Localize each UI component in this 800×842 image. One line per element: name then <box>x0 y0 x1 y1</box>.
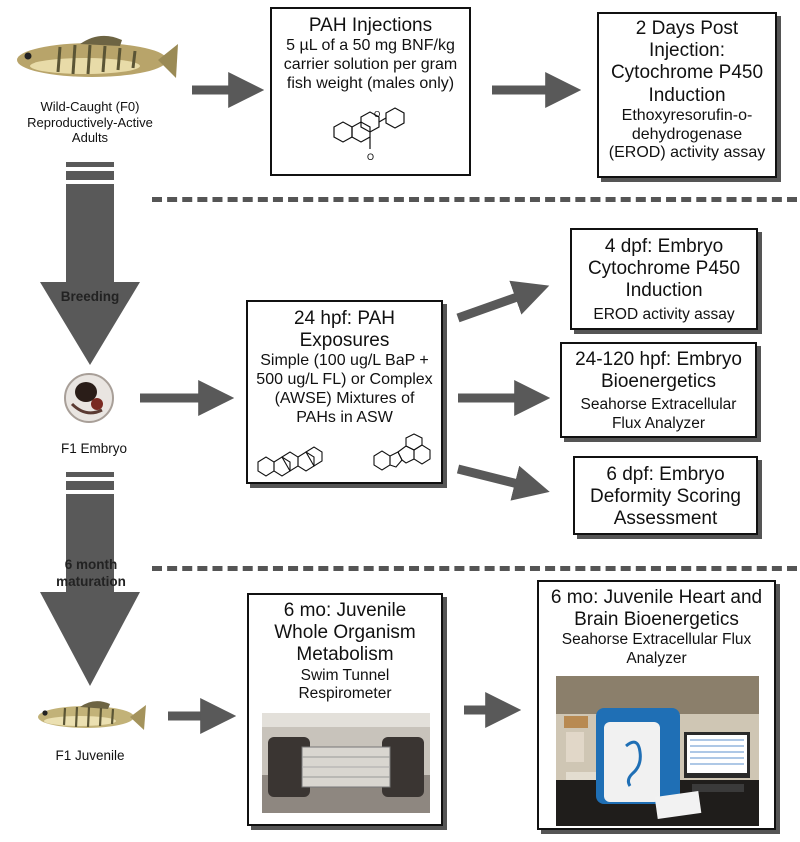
post-injection-title: 2 Days Post Injection: Cytochrome P450 I… <box>610 18 764 106</box>
juvenile-label: F1 Juvenile <box>55 748 125 763</box>
pah-injections-title: PAH Injections <box>308 15 433 36</box>
embryo-deformity-box: 6 dpf: Embryo Deformity Scoring Assessme… <box>573 456 758 535</box>
juvenile-metabolism-box: 6 mo: Juvenile Whole Organism Metabolism… <box>247 593 443 826</box>
adult-fish-image <box>17 35 178 78</box>
breeding-label: Breeding <box>60 289 120 304</box>
pah-exposures-body: Simple (100 ug/L BaP + 500 ug/L FL) or C… <box>256 352 433 426</box>
juvenile-heart-body: Seahorse Extracellular Flux Analyzer <box>561 631 752 667</box>
breeding-down-arrow <box>40 162 140 365</box>
pah-injections-box: PAH Injections 5 µL of a 50 mg BNF/kg ca… <box>270 7 471 176</box>
separator-top <box>152 197 797 202</box>
maturation-down-arrow <box>40 472 140 686</box>
arrow-exposure-to-p450 <box>456 280 550 323</box>
svg-text:O: O <box>374 110 380 119</box>
seahorse-analyzer-photo <box>556 676 759 826</box>
pah-exposures-box: 24 hpf: PAH Exposures Simple (100 ug/L B… <box>246 300 443 484</box>
embryo-image <box>64 373 114 423</box>
embryo-bioenergetics-title: 24-120 hpf: Embryo Bioenergetics <box>575 349 742 393</box>
embryo-label: F1 Embryo <box>60 441 128 456</box>
juvenile-heart-box: 6 mo: Juvenile Heart and Brain Bioenerge… <box>537 580 776 830</box>
bap-structure-icon <box>257 446 323 477</box>
pah-exposures-title: 24 hpf: PAH Exposures <box>293 308 396 352</box>
embryo-p450-box: 4 dpf: Embryo Cytochrome P450 Induction … <box>570 228 758 330</box>
embryo-p450-title: 4 dpf: Embryo Cytochrome P450 Induction <box>587 236 741 302</box>
juvenile-metabolism-body: Swim Tunnel Respirometer <box>298 666 392 702</box>
arrow-exposure-to-deformity <box>456 464 550 501</box>
embryo-bioenergetics-box: 24-120 hpf: Embryo Bioenergetics Seahors… <box>560 342 757 438</box>
juvenile-fish-image <box>38 701 146 730</box>
fish-f0-label: Wild-Caught (F0) Reproductively-Active A… <box>27 99 153 146</box>
embryo-bioenergetics-body: Seahorse Extracellular Flux Analyzer <box>580 396 737 432</box>
juvenile-heart-title: 6 mo: Juvenile Heart and Brain Bioenerge… <box>550 587 763 631</box>
svg-text:O: O <box>367 152 374 162</box>
fluoranthene-structure-icon <box>373 433 431 471</box>
separator-bottom <box>152 566 797 571</box>
embryo-deformity-title: 6 dpf: Embryo Deformity Scoring Assessme… <box>590 464 741 530</box>
bnf-structure-icon: O O <box>333 107 405 162</box>
pah-injections-body: 5 µL of a 50 mg BNF/kg carrier solution … <box>283 37 458 92</box>
post-injection-box: 2 Days Post Injection: Cytochrome P450 I… <box>597 12 777 178</box>
swim-tunnel-photo <box>262 713 430 813</box>
juvenile-metabolism-title: 6 mo: Juvenile Whole Organism Metabolism <box>274 600 416 666</box>
embryo-p450-body: EROD activity assay <box>593 305 735 323</box>
post-injection-body: Ethoxyresorufin-o-dehydrogenase (EROD) a… <box>608 106 766 162</box>
maturation-label: 6 month maturation <box>56 557 126 589</box>
